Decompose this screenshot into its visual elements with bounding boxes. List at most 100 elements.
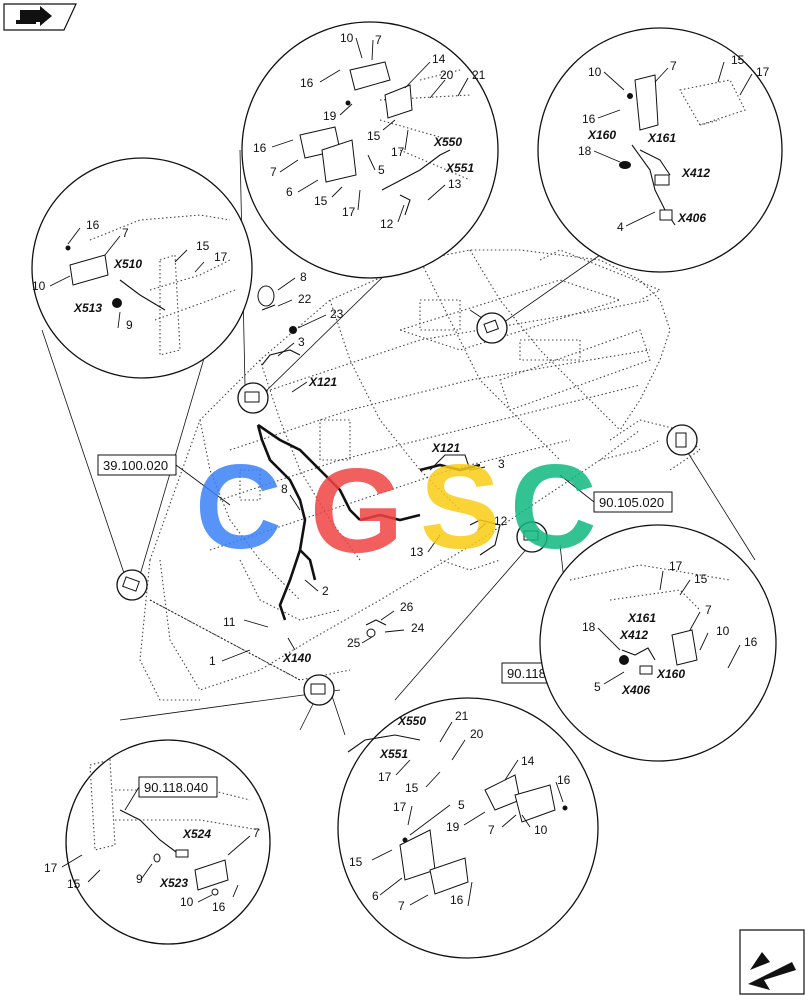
bottom-connector-x551: X551: [379, 747, 408, 761]
top-callout-21: 21: [472, 68, 486, 82]
top-callout-10: 10: [340, 31, 354, 45]
top-connector-x550: X550: [433, 135, 462, 149]
bottom-callout-21: 21: [455, 709, 469, 723]
main-labels: 8 22 23 3 X121 8 2 11 1 X140 X121 3 12 1…: [209, 270, 508, 668]
callout-22: 22: [298, 292, 312, 306]
right-connector-x406: X406: [621, 683, 650, 697]
callout-8-top: 8: [300, 270, 307, 284]
watermark-letter-c2: C: [510, 440, 597, 574]
callout-23: 23: [330, 307, 344, 321]
right-connector-x161: X161: [627, 611, 656, 625]
bl-callout-16: 16: [212, 900, 226, 914]
tr-connector-x412: X412: [681, 166, 710, 180]
callout-26: 26: [400, 600, 414, 614]
harness-parts: [257, 285, 501, 638]
svg-text:90.118.040: 90.118.040: [144, 780, 208, 795]
top-callout-16b: 16: [253, 141, 267, 155]
left-callout-15: 15: [196, 239, 210, 253]
bottom-callout-17a: 17: [378, 770, 392, 784]
right-callout-18: 18: [582, 620, 596, 634]
right-callout-5: 5: [594, 680, 601, 694]
reference-39-100-020[interactable]: 39.100.020: [97, 454, 231, 506]
top-callout-17b: 17: [342, 205, 356, 219]
callout-13-main: 13: [410, 545, 424, 559]
bl-callout-9: 9: [136, 872, 143, 886]
top-callout-7b: 7: [270, 165, 277, 179]
right-connector-x412: X412: [619, 628, 648, 642]
left-callout-9: 9: [126, 318, 133, 332]
top-callout-16a: 16: [300, 76, 314, 90]
detail-circle-left: 16 7 15 17 X510 10 X513 9: [31, 157, 253, 379]
connector-x121-left: X121: [308, 375, 337, 389]
bottom-callout-16a: 16: [557, 773, 571, 787]
left-callout-16: 16: [86, 218, 100, 232]
top-connector-x551: X551: [445, 161, 474, 175]
tr-callout-10: 10: [588, 65, 602, 79]
bl-callout-17: 17: [44, 861, 58, 875]
top-callout-7a: 7: [375, 33, 382, 47]
right-callout-15: 15: [694, 572, 708, 586]
bl-connector-x523: X523: [159, 876, 188, 890]
reference-90-105-020[interactable]: 90.105.020: [559, 474, 673, 513]
bottom-callout-5: 5: [458, 798, 465, 812]
bottom-callout-20: 20: [470, 727, 484, 741]
tr-callout-15: 15: [731, 53, 745, 67]
top-callout-15a: 15: [367, 129, 381, 143]
tr-callout-4: 4: [617, 220, 624, 234]
reference-90-118-040[interactable]: 90.118.040: [124, 776, 218, 811]
top-callout-6: 6: [286, 185, 293, 199]
tr-connector-x160: X160: [587, 128, 616, 142]
callout-3-right: 3: [498, 457, 505, 471]
right-callout-17: 17: [669, 559, 683, 573]
connector-x140: X140: [282, 651, 311, 665]
bottom-callout-16b: 16: [450, 893, 464, 907]
right-callout-7: 7: [705, 603, 712, 617]
left-callout-7: 7: [122, 226, 129, 240]
bottom-callout-6: 6: [372, 889, 379, 903]
bottom-callout-14: 14: [521, 754, 535, 768]
svg-text:39.100.020: 39.100.020: [103, 458, 168, 473]
left-connector-x510: X510: [113, 257, 142, 271]
bottom-callout-7a: 7: [488, 823, 495, 837]
bottom-callout-19: 19: [446, 820, 460, 834]
callout-12-main: 12: [494, 514, 508, 528]
bottom-connector-x550: X550: [397, 714, 426, 728]
connector-x121-right: X121: [431, 441, 460, 455]
top-callout-5: 5: [378, 163, 385, 177]
bl-callout-7: 7: [253, 826, 260, 840]
detail-circle-top: 10 7 14 16 20 21 19 15 17 16 7 5 X550 X5…: [241, 21, 499, 279]
watermark-logo: C G S C: [195, 440, 597, 578]
bottom-callout-15a: 15: [405, 781, 419, 795]
callout-8-mid: 8: [281, 482, 288, 496]
tr-callout-7: 7: [670, 59, 677, 73]
top-callout-17a: 17: [391, 145, 405, 159]
top-callout-12: 12: [380, 217, 394, 231]
bottom-callout-17b: 17: [393, 800, 407, 814]
right-callout-16: 16: [744, 635, 758, 649]
bl-callout-10: 10: [180, 895, 194, 909]
detail-circle-bottom: X550 21 X551 20 17 15 14 16 17 5 19 7 10…: [337, 697, 599, 959]
bl-callout-15: 15: [67, 877, 81, 891]
top-callout-13: 13: [448, 177, 462, 191]
bl-connector-x524: X524: [182, 827, 211, 841]
svg-text:90.105.020: 90.105.020: [599, 495, 664, 510]
tr-callout-18: 18: [578, 144, 592, 158]
bottom-callout-15b: 15: [349, 855, 363, 869]
callout-2: 2: [322, 584, 329, 598]
bottom-callout-10: 10: [534, 823, 548, 837]
book-arrow-icon[interactable]: [3, 3, 77, 31]
bottom-callout-7b: 7: [398, 899, 405, 913]
tr-connector-x406: X406: [677, 211, 706, 225]
detail-circle-right: 17 15 X161 7 18 X412 10 16 X160 5 X406: [539, 524, 777, 762]
callout-3-left: 3: [298, 335, 305, 349]
tr-connector-x161: X161: [647, 131, 676, 145]
top-callout-19: 19: [323, 109, 337, 123]
right-callout-10: 10: [716, 624, 730, 638]
callout-bubbles: [116, 312, 698, 706]
top-callout-14: 14: [432, 52, 446, 66]
return-arrow-icon[interactable]: [739, 929, 805, 995]
top-callout-20: 20: [440, 68, 454, 82]
callout-24: 24: [411, 621, 425, 635]
tr-callout-17: 17: [756, 65, 770, 79]
